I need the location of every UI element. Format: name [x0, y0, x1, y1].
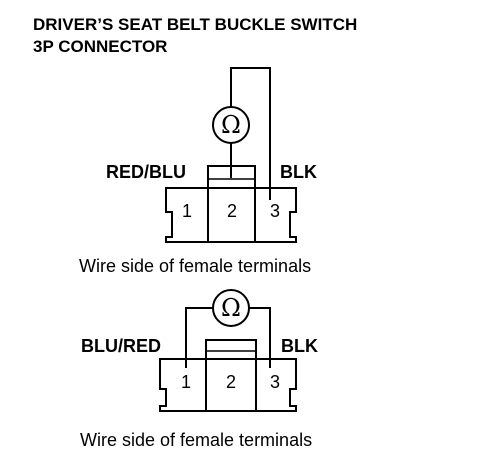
bottom-pin-3-label: 3: [270, 372, 280, 392]
bottom-wire-label-right: BLK: [281, 336, 318, 356]
top-ohmmeter-icon: Ω: [212, 106, 250, 144]
top-pin-1-label: 1: [182, 201, 192, 221]
top-pin-3-label: 3: [270, 201, 280, 221]
bottom-lead-to-pin3: [249, 307, 271, 368]
bottom-wire-label-left: BLU/RED: [81, 336, 161, 356]
bottom-lead-to-pin1: [185, 307, 213, 368]
top-connector-latch: [207, 165, 256, 189]
bottom-connector-diagram: Ω BLU/RED BLK 1 2 3 Wire side of female …: [80, 289, 318, 450]
diagram-title-line1: DRIVER’S SEAT BELT BUCKLE SWITCH: [33, 15, 357, 34]
top-wire-label-right: BLK: [280, 162, 317, 182]
bottom-ohmmeter-icon: Ω: [212, 289, 250, 327]
bottom-connector-housing: [159, 358, 297, 412]
bottom-caption: Wire side of female terminals: [80, 430, 312, 450]
top-caption: Wire side of female terminals: [79, 256, 311, 276]
bottom-pin-2-label: 2: [226, 372, 236, 392]
bottom-ohm-symbol: Ω: [221, 294, 241, 322]
bottom-pin-1-label: 1: [181, 372, 191, 392]
top-wire-label-left: RED/BLU: [106, 162, 186, 182]
diagram-title-line2: 3P CONNECTOR: [33, 37, 167, 56]
top-connector-housing: [165, 187, 297, 243]
top-ohm-symbol: Ω: [221, 111, 241, 139]
top-connector-diagram: Ω RED/BLU BLK 1 2 3 Wire side of female …: [79, 67, 317, 276]
top-pin-2-label: 2: [227, 201, 237, 221]
bottom-connector-latch: [205, 339, 257, 360]
top-lead-to-pin3: [230, 67, 271, 200]
